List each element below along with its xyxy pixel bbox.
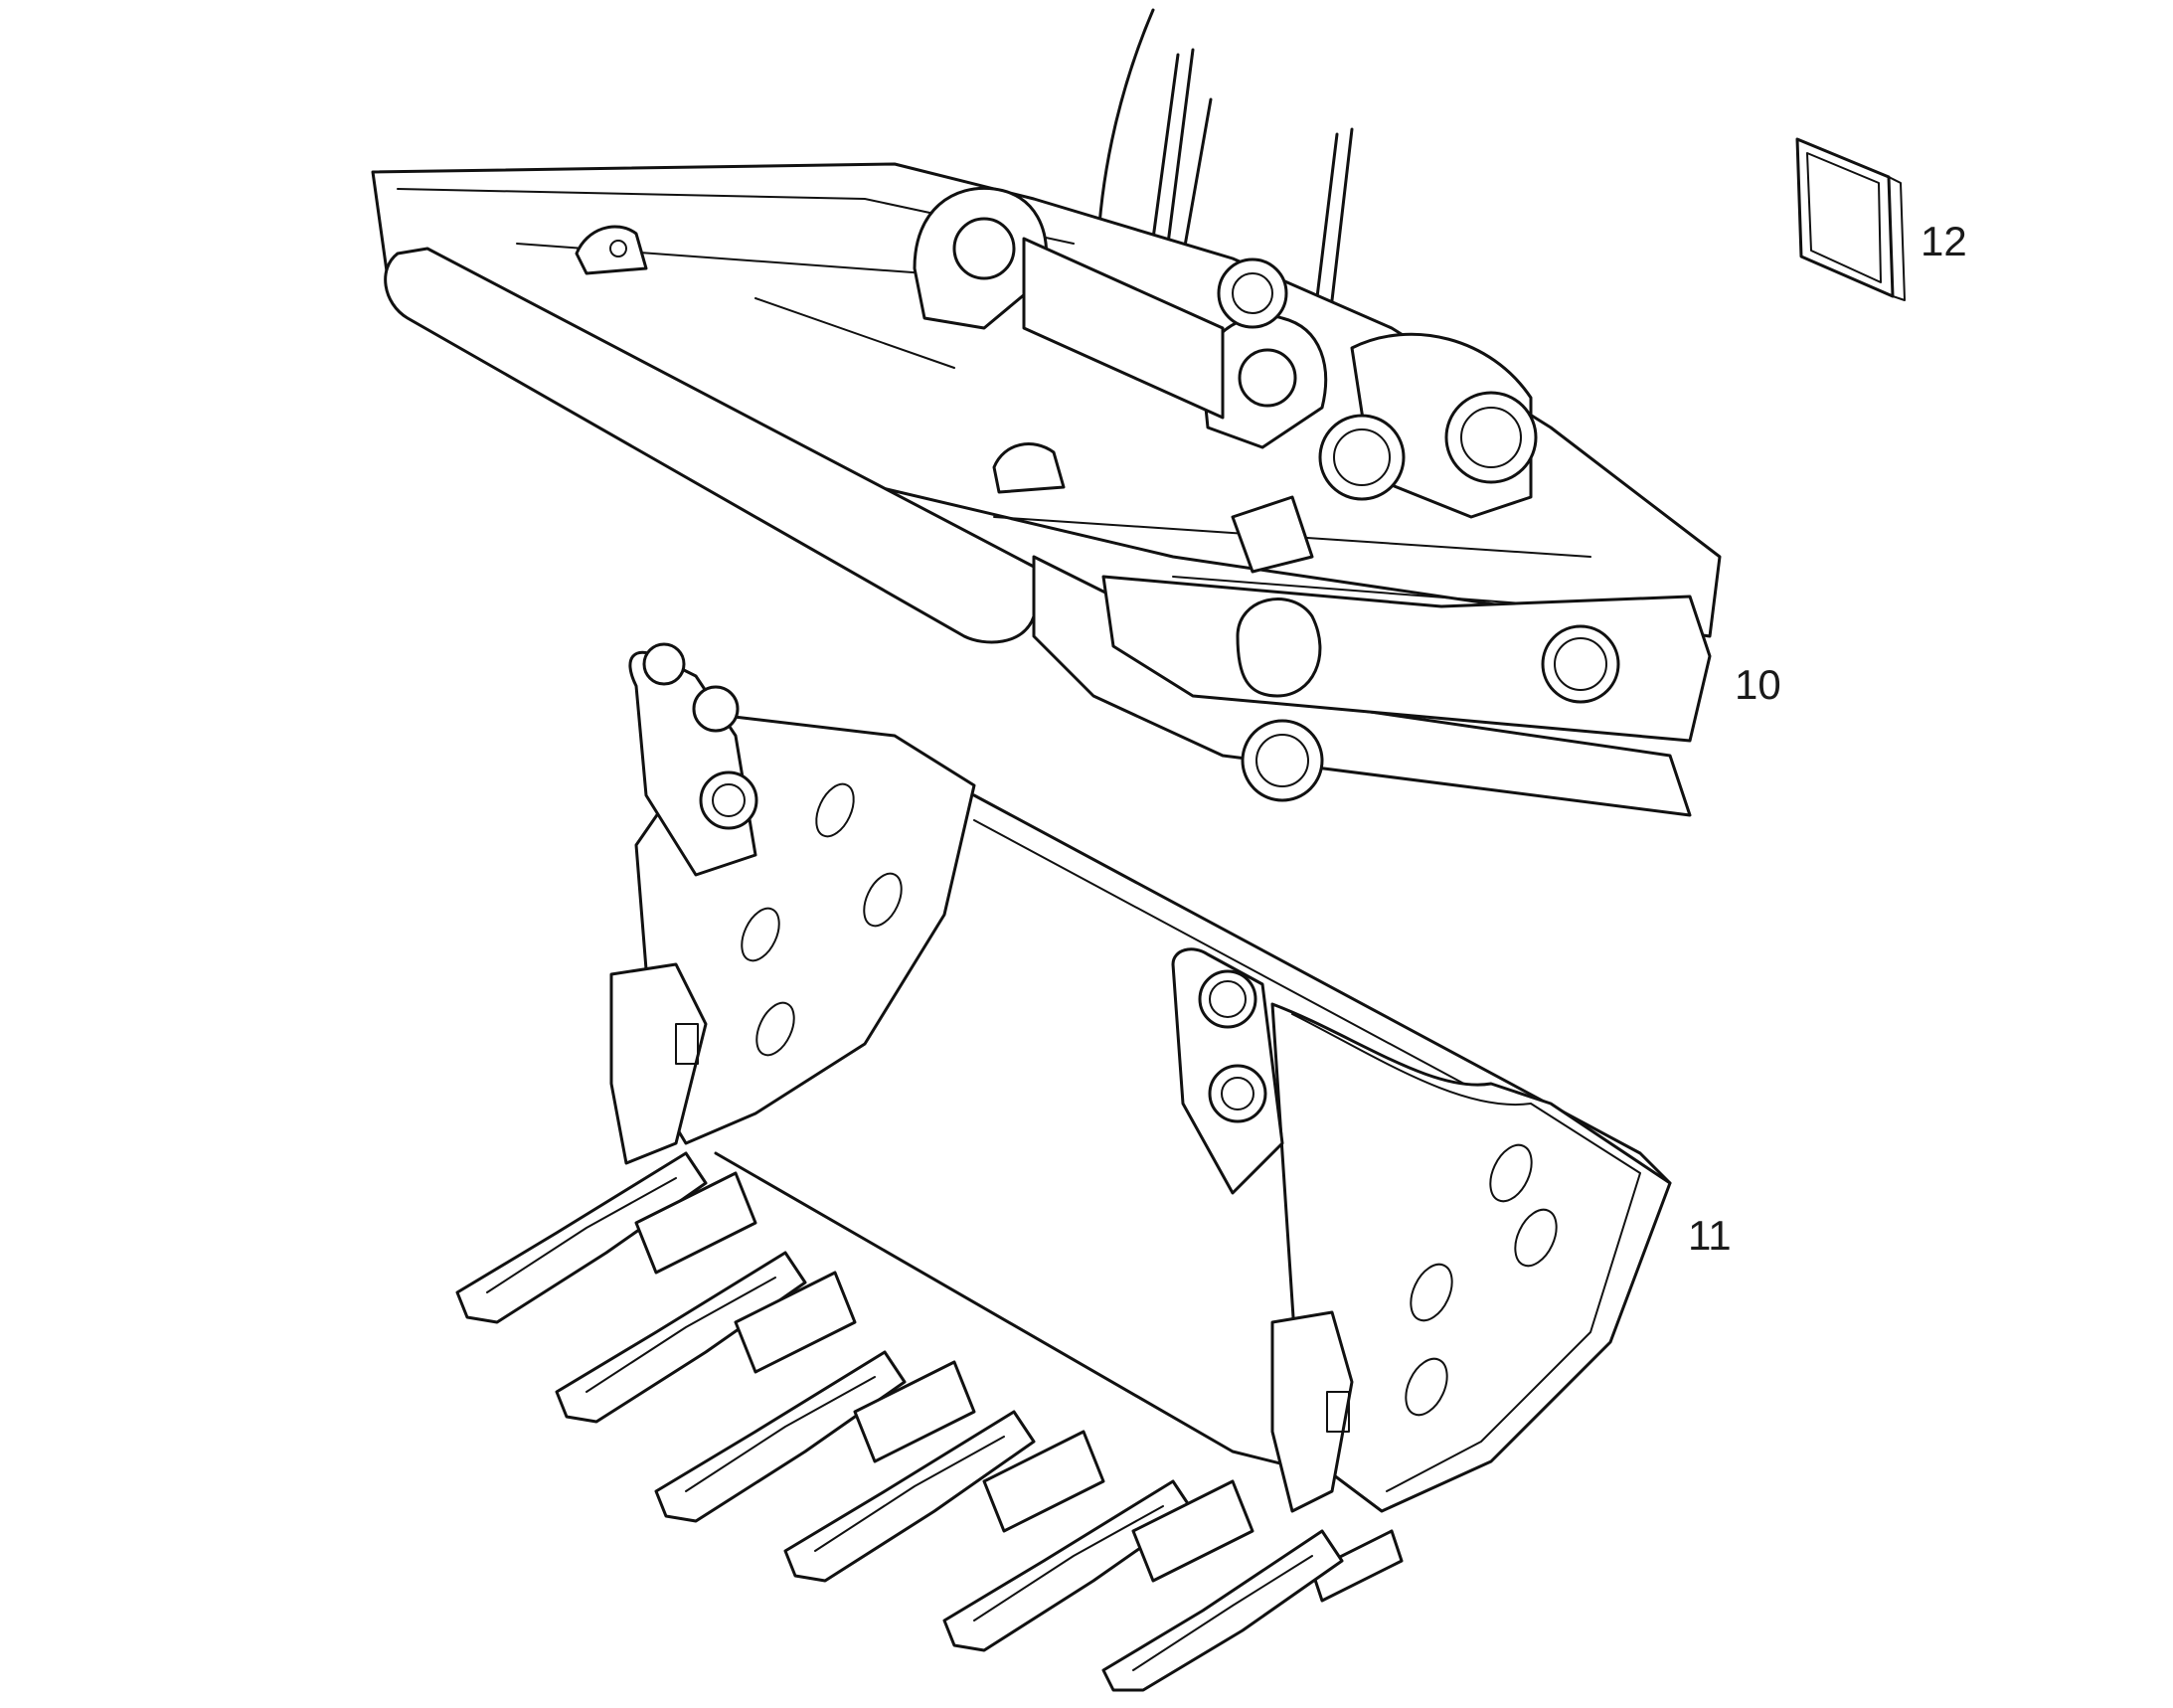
hydraulic-hose bbox=[1096, 8, 1155, 241]
callout-label-frame: 10 bbox=[1735, 661, 1781, 708]
tooth-adapter bbox=[634, 1171, 757, 1275]
tooth-adapter bbox=[1131, 1479, 1254, 1583]
bucket-part-11 bbox=[609, 642, 1672, 1603]
decal-part-12 bbox=[1795, 137, 1906, 301]
callout-label-decal: 12 bbox=[1921, 218, 1967, 264]
tooth-adapter bbox=[734, 1271, 857, 1374]
coupler-frame-part-10 bbox=[371, 8, 1722, 817]
tooth bbox=[654, 1350, 907, 1523]
hydraulic-line bbox=[1151, 53, 1180, 241]
callout-label-bucket: 11 bbox=[1688, 1212, 1732, 1259]
bucket-teeth bbox=[455, 1151, 1344, 1692]
tooth bbox=[783, 1410, 1036, 1583]
tooth-adapter bbox=[982, 1430, 1105, 1533]
tooth bbox=[1101, 1529, 1344, 1692]
tooth-adapter bbox=[853, 1360, 976, 1463]
